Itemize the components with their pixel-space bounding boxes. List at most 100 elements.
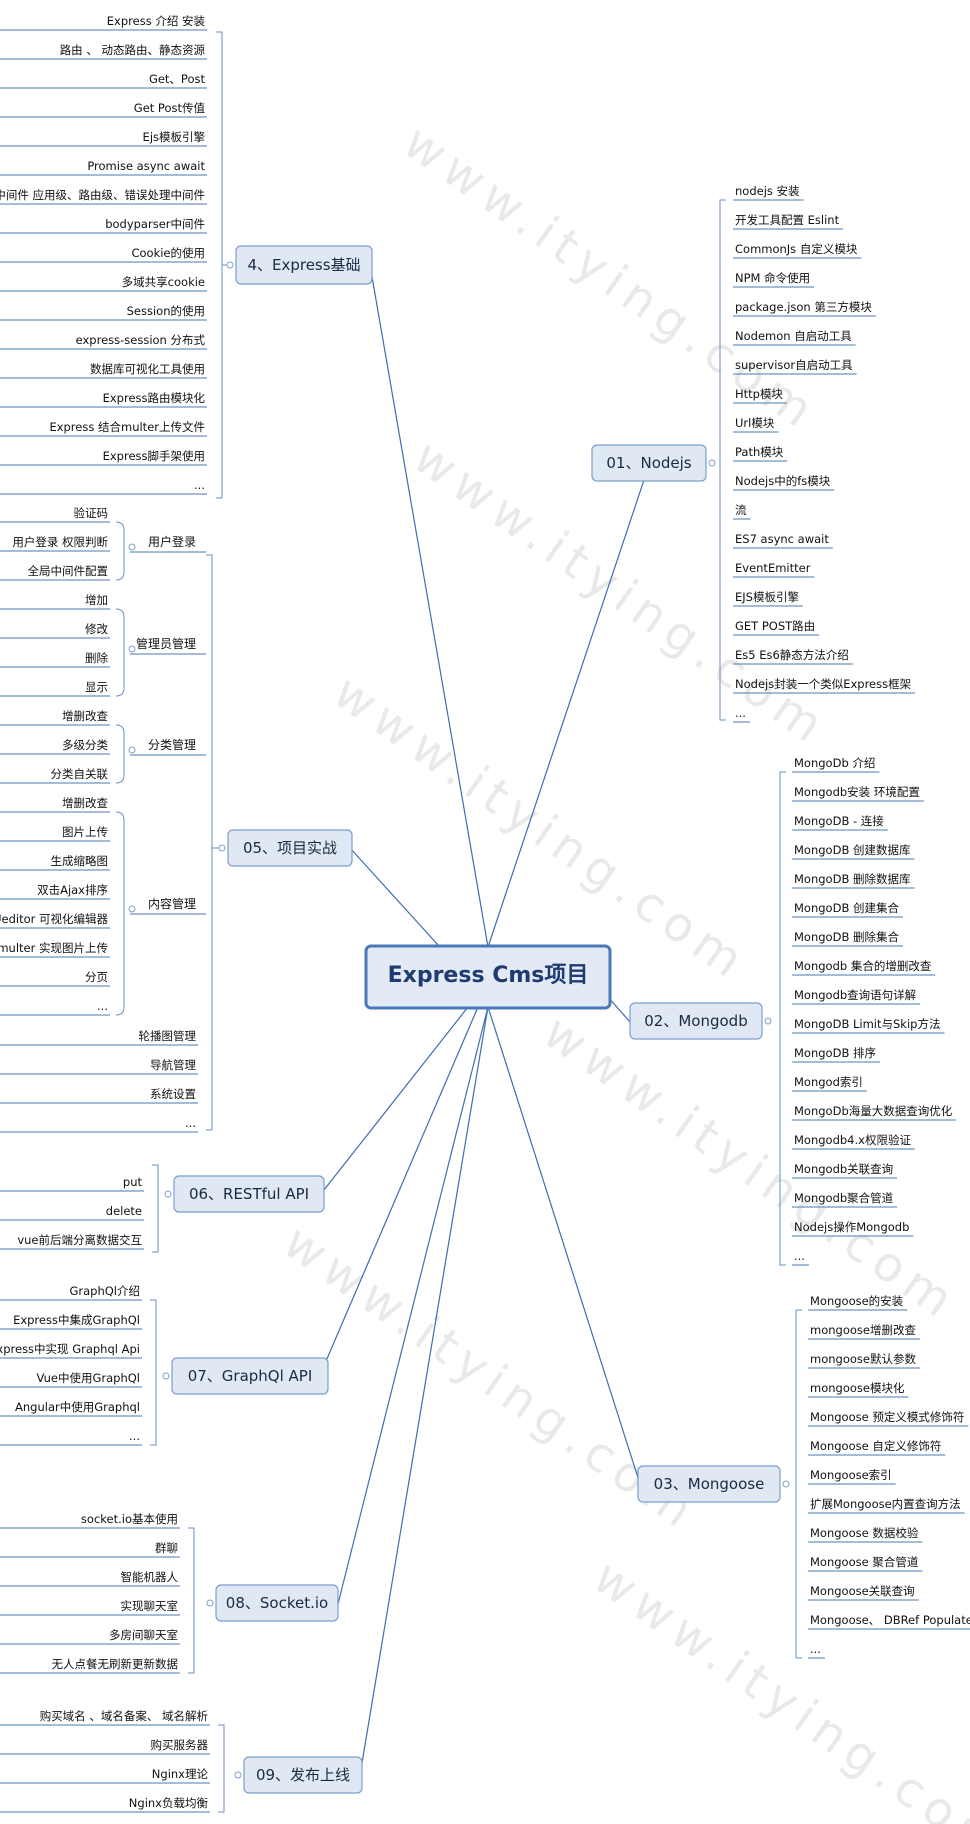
express-item-8: Cookie的使用	[131, 246, 205, 260]
project-group-3-collapse-toggle[interactable]	[128, 905, 136, 913]
project-group-bracket	[115, 521, 125, 581]
express-collapse-toggle[interactable]	[226, 261, 234, 269]
project-group-3: 内容管理	[148, 896, 196, 911]
nodejs-item-8: Url模块	[735, 416, 775, 430]
restful-item-0: put	[123, 1175, 143, 1189]
mongoose-bracket	[795, 1309, 802, 1659]
central-node[interactable]	[364, 944, 612, 1010]
socket-collapse-toggle[interactable]	[206, 1599, 214, 1607]
connector-nodejs	[487, 461, 651, 948]
branch-mongoose[interactable]	[637, 1465, 781, 1503]
branch-nodejs-label: 01、Nodejs	[606, 454, 691, 472]
socket-item-2: 智能机器人	[121, 1570, 179, 1584]
mongodb-item-4: MongoDB 删除数据库	[794, 872, 910, 886]
project-group-1-collapse-toggle[interactable]	[128, 645, 136, 653]
mongoose-collapse-toggle[interactable]	[782, 1480, 790, 1488]
branch-project-label: 05、项目实战	[243, 839, 337, 857]
express-item-2: Get、Post	[149, 72, 206, 86]
nodejs-item-7: Http模块	[735, 387, 783, 401]
express-bracket	[216, 31, 223, 499]
express-item-11: express-session 分布式	[76, 333, 206, 347]
graphql-item-5: ...	[129, 1429, 140, 1443]
connector-lines	[0, 29, 970, 1813]
project-group-3-item-4: Ueditor 可视化编辑器	[0, 912, 108, 926]
project-tail-item-1: 导航管理	[150, 1058, 196, 1072]
mongodb-item-3: MongoDB 创建数据库	[794, 843, 910, 857]
nodejs-item-5: Nodemon 自启动工具	[735, 329, 852, 343]
graphql-item-1: Express中集成GraphQl	[13, 1313, 140, 1327]
branch-graphql[interactable]	[171, 1357, 329, 1395]
project-tail-item-0: 轮播图管理	[139, 1029, 197, 1043]
project-group-1-item-2: 删除	[85, 651, 108, 665]
mongoose-item-4: Mongoose 预定义模式修饰符	[810, 1410, 964, 1424]
branch-express[interactable]	[235, 245, 373, 285]
graphql-item-3: Vue中使用GraphQl	[37, 1371, 140, 1385]
branch-mongoose-label: 03、Mongoose	[654, 1475, 765, 1493]
branch-deploy[interactable]	[243, 1756, 363, 1794]
project-group-2-collapse-toggle[interactable]	[128, 746, 136, 754]
mongodb-collapse-toggle[interactable]	[764, 1017, 772, 1025]
branch-restful[interactable]	[173, 1175, 325, 1213]
project-group-3-item-6: 分页	[85, 970, 108, 984]
socket-item-0: socket.io基本使用	[81, 1512, 178, 1526]
mongoose-item-5: Mongoose 自定义修饰符	[810, 1439, 941, 1453]
project-bracket	[206, 554, 213, 1131]
mongodb-item-1: Mongodb安装 环境配置	[794, 785, 920, 799]
express-item-12: 数据库可视化工具使用	[90, 362, 205, 376]
nodejs-item-1: 开发工具配置 Eslint	[735, 213, 840, 227]
deploy-collapse-toggle[interactable]	[234, 1771, 242, 1779]
project-group-1-item-3: 显示	[85, 680, 108, 694]
express-item-14: Express 结合multer上传文件	[49, 420, 205, 434]
deploy-item-0: 购买域名 、域名备案、 域名解析	[40, 1709, 208, 1723]
connector-deploy	[359, 1006, 489, 1776]
express-item-5: Promise async await	[87, 159, 205, 173]
project-group-3-item-7: ...	[97, 999, 108, 1013]
nodejs-item-10: Nodejs中的fs模块	[735, 474, 831, 488]
project-group-2-item-0: 增删改查	[62, 709, 108, 723]
graphql-bracket	[150, 1299, 157, 1446]
project-collapse-toggle[interactable]	[218, 844, 226, 852]
project-group-bracket	[115, 608, 125, 697]
restful-bracket	[152, 1164, 159, 1253]
nodejs-item-11: 流	[735, 503, 747, 517]
socket-item-4: 多房间聊天室	[109, 1628, 178, 1642]
nodejs-item-17: Nodejs封装一个类似Express框架	[735, 677, 911, 691]
graphql-item-0: GraphQl介绍	[69, 1284, 140, 1298]
mongodb-item-9: MongoDB Limit与Skip方法	[794, 1017, 940, 1031]
nodejs-bracket	[719, 199, 726, 721]
branch-mongodb[interactable]	[629, 1002, 763, 1040]
mongoose-item-6: Mongoose索引	[810, 1468, 892, 1482]
restful-collapse-toggle[interactable]	[164, 1190, 172, 1198]
nodejs-item-3: NPM 命令使用	[735, 271, 810, 285]
nodejs-item-2: CommonJs 自定义模块	[735, 242, 858, 256]
branch-socket[interactable]	[215, 1584, 339, 1622]
connector-socket	[337, 1006, 489, 1605]
project-group-1: 管理员管理	[136, 636, 196, 651]
watermark-text: www.itying.com	[533, 1004, 969, 1333]
mongodb-item-5: MongoDB 创建集合	[794, 901, 899, 915]
mongodb-item-6: MongoDB 删除集合	[794, 930, 899, 944]
mongoose-item-1: mongoose增删改查	[810, 1323, 916, 1337]
project-group-0-collapse-toggle[interactable]	[128, 543, 136, 551]
branch-nodejs[interactable]	[591, 444, 707, 482]
project-group-1-item-0: 增加	[85, 593, 108, 607]
express-item-13: Express路由模块化	[103, 391, 206, 405]
mongodb-item-12: MongoDb海量大数据查询优化	[794, 1104, 953, 1118]
branch-project[interactable]	[227, 829, 353, 867]
branch-socket-label: 08、Socket.io	[226, 1594, 328, 1612]
mongoose-item-8: Mongoose 数据校验	[810, 1526, 919, 1540]
mongodb-item-0: MongoDb 介绍	[794, 756, 875, 770]
express-item-10: Session的使用	[127, 304, 205, 318]
nodejs-collapse-toggle[interactable]	[708, 459, 716, 467]
watermark-text: www.itying.com	[323, 664, 759, 993]
nodejs-item-16: Es5 Es6静态方法介绍	[735, 648, 849, 662]
socket-item-1: 群聊	[155, 1541, 178, 1555]
mongoose-item-9: Mongoose 聚合管道	[810, 1555, 919, 1569]
nodejs-item-0: nodejs 安装	[735, 184, 800, 198]
project-group-2-item-1: 多级分类	[62, 738, 108, 752]
project-group-3-item-0: 增删改查	[62, 796, 108, 810]
branch-mongodb-label: 02、Mongodb	[644, 1012, 747, 1030]
graphql-collapse-toggle[interactable]	[162, 1372, 170, 1380]
project-group-0-item-0: 验证码	[74, 506, 109, 520]
mongodb-item-11: Mongod索引	[794, 1075, 863, 1089]
